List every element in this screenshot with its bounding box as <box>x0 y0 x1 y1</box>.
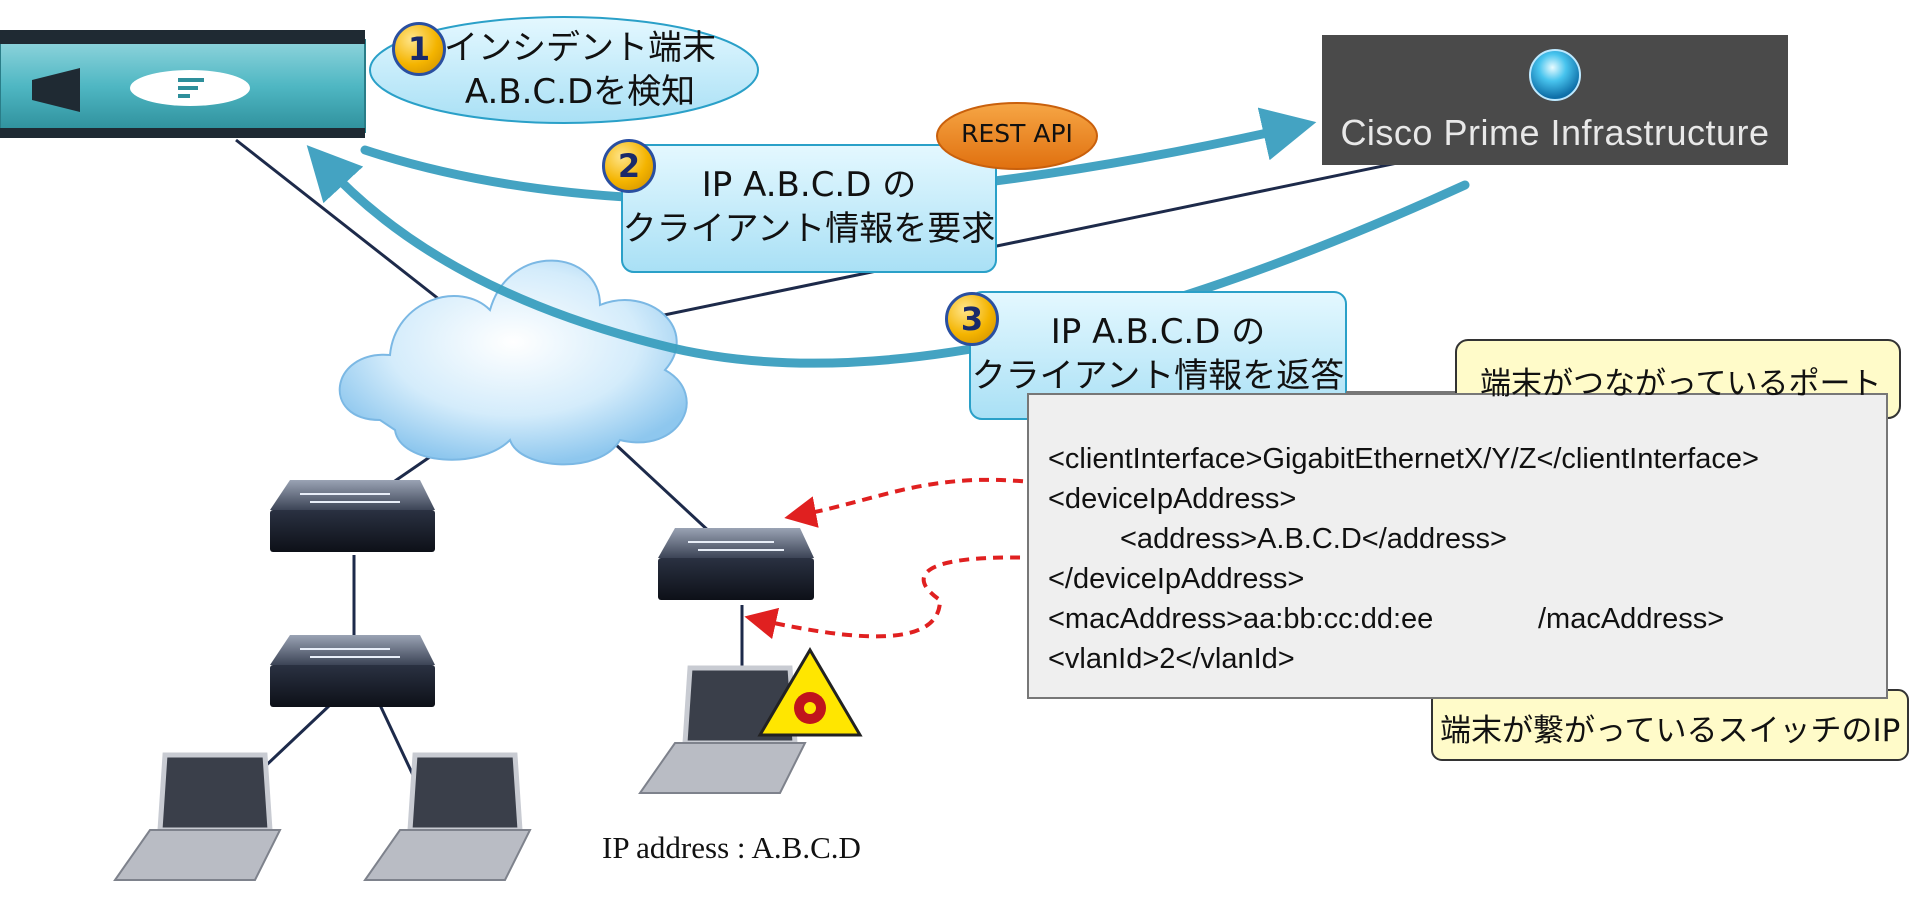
cisco-prime-box <box>1322 35 1788 165</box>
step2-number-badge: 2 <box>602 139 656 193</box>
switch-icon <box>270 635 435 707</box>
laptop-icon <box>363 752 532 881</box>
step3-number-badge: 3 <box>945 292 999 346</box>
code-line-mac-address-tail: /macAddress> <box>1538 603 1725 635</box>
step1-text: インシデント端末 A.B.C.Dを検知 <box>430 26 730 114</box>
code-line-device-ip-close: </deviceIpAddress> <box>1048 563 1305 595</box>
step1-bubble <box>369 16 759 124</box>
code-line-address: <address>A.B.C.D</address> <box>1120 523 1507 555</box>
network-cloud-icon <box>338 259 688 466</box>
step2-line1: IP A.B.C.D の <box>701 165 917 205</box>
step2-bubble <box>621 144 997 273</box>
rest-api-label: REST API <box>961 119 1073 148</box>
callout-switch-ip-text: 端末が繋がっているスイッチのIP <box>1440 713 1901 749</box>
cisco-prime-logo-icon <box>1529 49 1581 101</box>
security-appliance-icon <box>0 30 366 138</box>
biohazard-warning-icon <box>757 647 863 737</box>
step1-number-badge: 1 <box>392 22 446 76</box>
step3-line1: IP A.B.C.D の <box>1050 312 1266 352</box>
laptop-icon <box>113 752 282 881</box>
network-links <box>235 138 1461 792</box>
code-line-client-interface: <clientInterface>GigabitEthernetX/Y/Z</c… <box>1048 443 1759 475</box>
code-line-mac-address: <macAddress>aa:bb:cc:dd:ee <box>1048 603 1434 635</box>
code-line-vlan: <vlanId>2</vlanId> <box>1048 643 1295 675</box>
step3-text: IP A.B.C.D の クライアント情報を返答 <box>970 310 1346 398</box>
code-line-device-ip-open: <deviceIpAddress> <box>1048 483 1297 515</box>
xml-response-box <box>1027 393 1888 699</box>
mapping-arrows <box>744 477 1106 640</box>
switch-icon <box>658 528 814 600</box>
cpi-title: Cisco Prime Infrastructure <box>1340 112 1770 153</box>
switch-icon <box>270 480 435 552</box>
infected-host-ip-label: IP address : A.B.C.D <box>602 830 861 865</box>
step2-text: IP A.B.C.D の クライアント情報を要求 <box>622 163 996 251</box>
step2-line2: クライアント情報を要求 <box>622 209 996 249</box>
rest-api-badge <box>936 102 1098 170</box>
step1-line1: インシデント端末 <box>444 28 716 68</box>
step1-line2: A.B.C.Dを検知 <box>464 72 696 112</box>
step3-line2: クライアント情報を返答 <box>971 356 1345 396</box>
callout-port-text: 端末がつながっているポート <box>1480 366 1882 402</box>
